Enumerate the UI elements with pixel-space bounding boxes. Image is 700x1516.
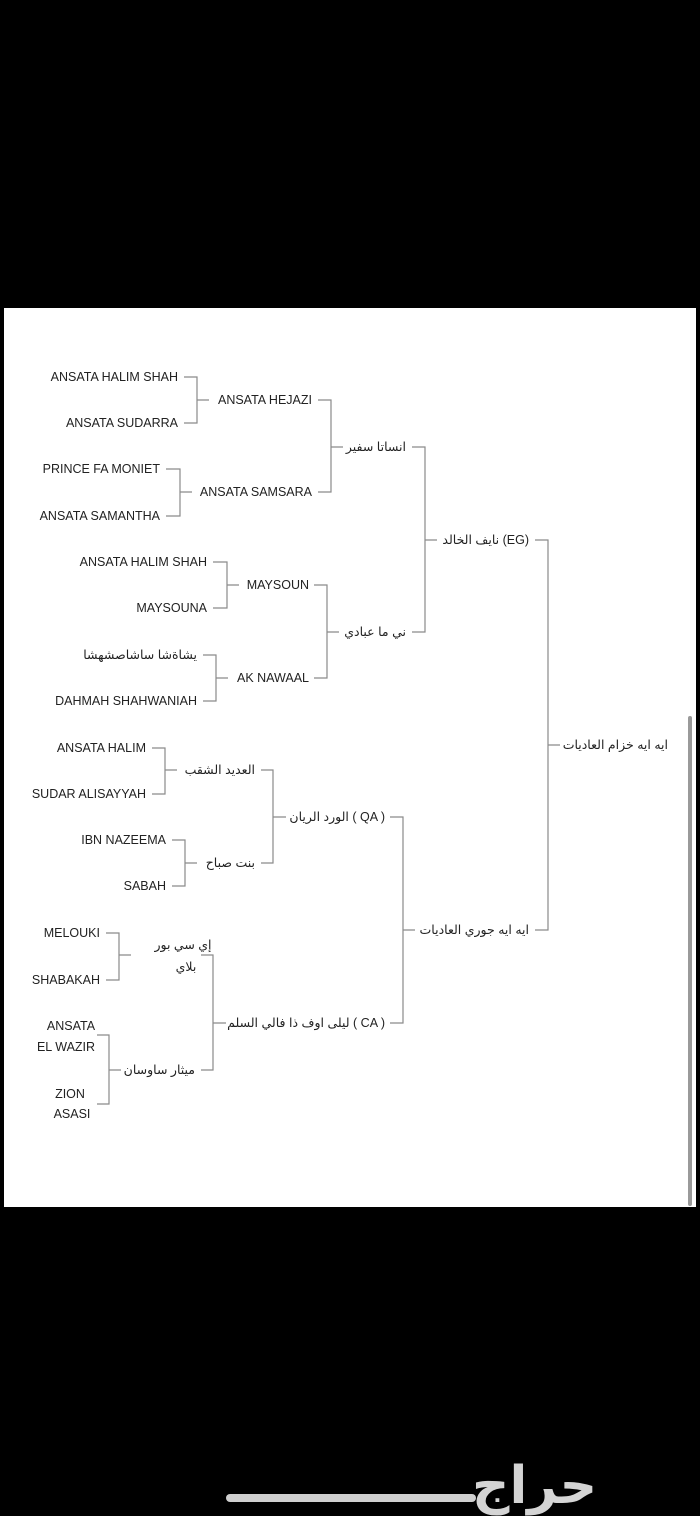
horse-g4-g2: SHABAKAH (31, 973, 100, 987)
horse-g4-h1-line1: ANSATA (46, 1019, 96, 1033)
horse-g4-d2: DAHMAH SHAHWANIAH (55, 694, 197, 708)
horse-g4-h1-line2: EL WAZIR (36, 1040, 96, 1054)
horse-g3-a: ANSATA HEJAZI (217, 393, 312, 407)
horse-g4-e1: ANSATA HALIM (56, 741, 146, 755)
home-indicator-bar[interactable] (226, 1494, 476, 1502)
pedigree-panel (4, 308, 696, 1207)
horse-g4-g1: MELOUKI (43, 926, 100, 940)
horse-g4-a2: ANSATA SUDARRA (65, 416, 178, 430)
horse-g4-c2: MAYSOUNA (136, 601, 207, 615)
horse-g3-g-line2: بلاي (175, 960, 197, 974)
horse-g3-d: AK NAWAAL (236, 671, 309, 685)
horse-g4-b1: PRINCE FA MONIET (42, 462, 160, 476)
horse-g4-f2: SABAH (123, 879, 166, 893)
horse-root: ايه ايه خزام العاديات (562, 738, 668, 752)
horse-g3-e: العديد الشقب (184, 763, 255, 777)
horse-g3-b: ANSATA SAMSARA (199, 485, 312, 499)
horse-g3-f: بنت صباح (205, 856, 255, 870)
horse-g4-a1: ANSATA HALIM SHAH (50, 370, 178, 384)
horse-g4-h2-line1: ZION (55, 1087, 85, 1101)
horse-g4-d1: يشاةشا ساشاصشهشا (83, 648, 197, 662)
horse-g4-b2: ANSATA SAMANTHA (39, 509, 160, 523)
horse-g3-h: ميثار ساوسان (123, 1063, 195, 1077)
horse-g4-c1: ANSATA HALIM SHAH (79, 555, 207, 569)
horse-g3-g-line1: إي سي بور (154, 938, 212, 952)
horse-g4-f1: IBN NAZEEMA (81, 833, 166, 847)
horse-sire-sire: انساتا سفير (345, 440, 406, 454)
vertical-scrollbar[interactable] (688, 716, 692, 1206)
horse-sire-dam: ني ما عبادي (344, 625, 406, 639)
horse-sire: نايف الخالد (EG) (442, 533, 529, 547)
horse-dam-dam: ليلى اوف ذا فالي السلم ( CA ) (227, 1016, 385, 1030)
horse-dam-sire: الورد الريان ( QA ) (289, 810, 385, 824)
horse-g3-c: MAYSOUN (246, 578, 309, 592)
horse-g4-h2-line2: ASASI (53, 1107, 91, 1121)
horse-g4-e2: SUDAR ALISAYYAH (31, 787, 146, 801)
horse-dam: ايه ايه جوري العاديات (419, 923, 529, 937)
haraj-watermark-logo: حراج (472, 1456, 598, 1516)
